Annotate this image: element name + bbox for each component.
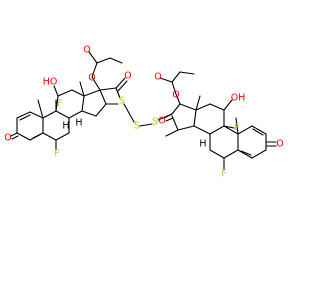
bond xyxy=(42,110,57,119)
bond xyxy=(32,133,42,139)
bond xyxy=(115,87,121,99)
right-hydroxyl-label: OH xyxy=(231,93,246,104)
left-hydroxyl-label: HO xyxy=(43,77,58,88)
right-fluorine-6-label: F xyxy=(221,169,226,180)
bond xyxy=(99,87,117,91)
bond xyxy=(99,89,107,105)
bond xyxy=(165,129,179,137)
atom-labels: O O O S HO F F O H H S S O O O OH F F O … xyxy=(4,45,283,180)
bond xyxy=(68,110,83,119)
bond xyxy=(117,80,128,92)
bond xyxy=(171,71,181,83)
bond xyxy=(251,125,267,135)
right-ketone-oxygen-label: O xyxy=(276,139,283,150)
bond xyxy=(123,103,135,123)
bridge-sulfur-2-label: S xyxy=(152,117,158,128)
bond xyxy=(171,103,181,115)
bond xyxy=(96,57,111,64)
bond xyxy=(109,57,123,64)
bond xyxy=(193,109,197,127)
left-fluorine-6-label: F xyxy=(54,149,59,160)
bond xyxy=(235,117,239,135)
bond xyxy=(139,123,153,127)
right-thioester-carbonyl-oxygen-label: O xyxy=(158,116,165,127)
bond xyxy=(223,149,239,159)
left-acyl-carbonyl-oxygen-label: O xyxy=(83,45,90,56)
right-steroid-bonds xyxy=(159,71,277,171)
bond xyxy=(37,99,44,119)
bond xyxy=(95,103,107,117)
left-sulfur-label: S xyxy=(119,96,125,107)
bond xyxy=(16,132,31,141)
bond xyxy=(81,110,97,117)
bond xyxy=(29,111,44,119)
bond xyxy=(91,62,98,78)
right-acyl-carbonyl-oxygen-label: O xyxy=(154,72,161,83)
bond xyxy=(223,99,233,111)
bond xyxy=(195,103,211,111)
bond xyxy=(57,89,73,97)
bond xyxy=(179,103,197,111)
left-hydrogen-14-label: H xyxy=(62,121,69,132)
left-thioester-carbonyl-oxygen-label: O xyxy=(124,71,131,82)
right-fluorine-9-label: F xyxy=(234,123,239,134)
bond xyxy=(10,132,18,137)
bond xyxy=(252,128,264,136)
bond xyxy=(171,81,177,95)
left-fluorine-9-label: F xyxy=(57,99,62,110)
bond xyxy=(159,77,173,83)
bond xyxy=(83,89,101,97)
left-ester-oxygen-label: O xyxy=(88,73,95,84)
bond xyxy=(209,125,225,135)
bond xyxy=(91,76,101,91)
bond xyxy=(195,95,201,111)
left-hydrogen-8-label: H xyxy=(75,118,82,129)
bond xyxy=(11,135,19,140)
bond xyxy=(171,115,179,131)
bond xyxy=(209,149,225,159)
bridge-sulfur-1-label: S xyxy=(134,121,140,132)
right-ester-oxygen-label: O xyxy=(172,90,179,101)
bond xyxy=(81,95,85,112)
right-hydrogen-14-label: H xyxy=(199,139,206,150)
bond xyxy=(53,85,59,97)
bond xyxy=(55,95,59,112)
bond xyxy=(163,113,173,119)
bond xyxy=(177,125,195,131)
bond xyxy=(251,149,267,159)
bond xyxy=(165,117,174,122)
bond xyxy=(223,125,239,135)
bond xyxy=(193,125,211,135)
bond xyxy=(115,77,126,89)
bond xyxy=(209,103,225,111)
bond xyxy=(55,110,70,119)
bond xyxy=(42,132,57,141)
bond xyxy=(79,81,85,97)
bond xyxy=(179,71,195,75)
bond xyxy=(19,114,31,121)
left-steroid-bonds xyxy=(10,51,128,151)
bond xyxy=(237,149,253,159)
bond xyxy=(55,132,70,141)
structure-canvas: O O O S HO F F O H H S S O O O OH F F O … xyxy=(4,44,284,180)
bond xyxy=(175,93,181,105)
bond xyxy=(71,89,85,97)
bond xyxy=(16,111,31,119)
bond xyxy=(88,51,98,64)
bond xyxy=(240,150,252,156)
bond xyxy=(237,125,253,135)
left-ketone-oxygen-label: O xyxy=(4,133,11,144)
molecule-diagram: O O O S HO F F O H H S S O O O OH F F O … xyxy=(4,45,283,180)
